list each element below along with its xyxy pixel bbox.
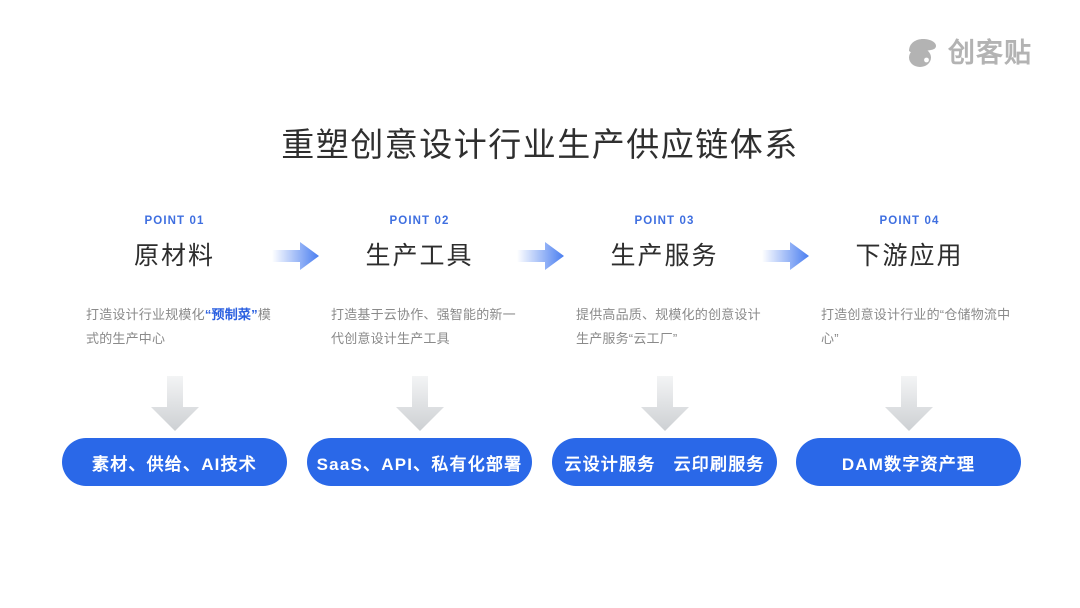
arrow-down-icon xyxy=(393,376,447,432)
arrow-right-icon xyxy=(762,241,810,271)
outcome-pill-1[interactable]: 素材、供给、AI技术 xyxy=(62,438,287,486)
point-heading-3: 生产服务 xyxy=(610,242,719,270)
brand-logo: 创客贴 xyxy=(905,38,1032,68)
pipeline-column-1: POINT 01 原材料 打造设计行业规模化“预制菜”模式的生产中心 xyxy=(52,215,297,375)
point-heading-2: 生产工具 xyxy=(365,242,474,270)
point-label-4: POINT 04 xyxy=(879,215,940,227)
outcome-pills: 素材、供给、AI技术 SaaS、API、私有化部署 云设计服务 云印刷服务 DA… xyxy=(0,438,1080,486)
point-description-4: 打造创意设计行业的“仓储物流中心” xyxy=(787,303,1032,375)
pipeline-column-2: POINT 02 生产工具 打造基于云协作、强智能的新一代创意设计生产工具 xyxy=(297,215,542,375)
arrow-right-icon xyxy=(272,241,320,271)
hat-logo-icon xyxy=(905,38,939,68)
point-description-2: 打造基于云协作、强智能的新一代创意设计生产工具 xyxy=(297,303,542,375)
desc-text-before-3: 提供高品质、规模化的创意设计生产服务“云工厂” xyxy=(576,307,761,347)
outcome-pill-4[interactable]: DAM数字资产理 xyxy=(796,438,1021,486)
arrow-right-icon xyxy=(517,241,565,271)
point-label-2: POINT 02 xyxy=(389,215,450,227)
outcome-pill-2[interactable]: SaaS、API、私有化部署 xyxy=(307,438,532,486)
pipeline-column-3: POINT 03 生产服务 提供高品质、规模化的创意设计生产服务“云工厂” xyxy=(542,215,787,375)
page-title: 重塑创意设计行业生产供应链体系 xyxy=(281,126,799,163)
desc-text-after-1: 模式的生产中心 xyxy=(86,307,272,347)
arrow-down-icon xyxy=(638,376,692,432)
arrow-down-icon xyxy=(882,376,936,432)
pipeline-columns: POINT 01 原材料 打造设计行业规模化“预制菜”模式的生产中心 POINT… xyxy=(0,215,1080,375)
point-label-1: POINT 01 xyxy=(144,215,205,227)
point-heading-1: 原材料 xyxy=(133,242,215,270)
desc-text-before-2: 打造基于云协作、强智能的新一代创意设计生产工具 xyxy=(331,307,516,347)
point-label-3: POINT 03 xyxy=(634,215,695,227)
outcome-pill-3[interactable]: 云设计服务 云印刷服务 xyxy=(552,438,777,486)
desc-text-before-4: 打造创意设计行业的“仓储物流中心” xyxy=(821,307,1011,347)
point-description-1: 打造设计行业规模化“预制菜”模式的生产中心 xyxy=(52,303,297,375)
point-description-3: 提供高品质、规模化的创意设计生产服务“云工厂” xyxy=(542,303,787,375)
brand-name: 创客贴 xyxy=(948,37,1032,68)
desc-text-before-1: 打造设计行业规模化 xyxy=(86,307,205,322)
arrow-down-icon xyxy=(148,376,202,432)
pipeline-column-4: POINT 04 下游应用 打造创意设计行业的“仓储物流中心” xyxy=(787,215,1032,375)
desc-text-highlight-1: “预制菜” xyxy=(204,307,258,322)
point-heading-4: 下游应用 xyxy=(855,242,964,270)
